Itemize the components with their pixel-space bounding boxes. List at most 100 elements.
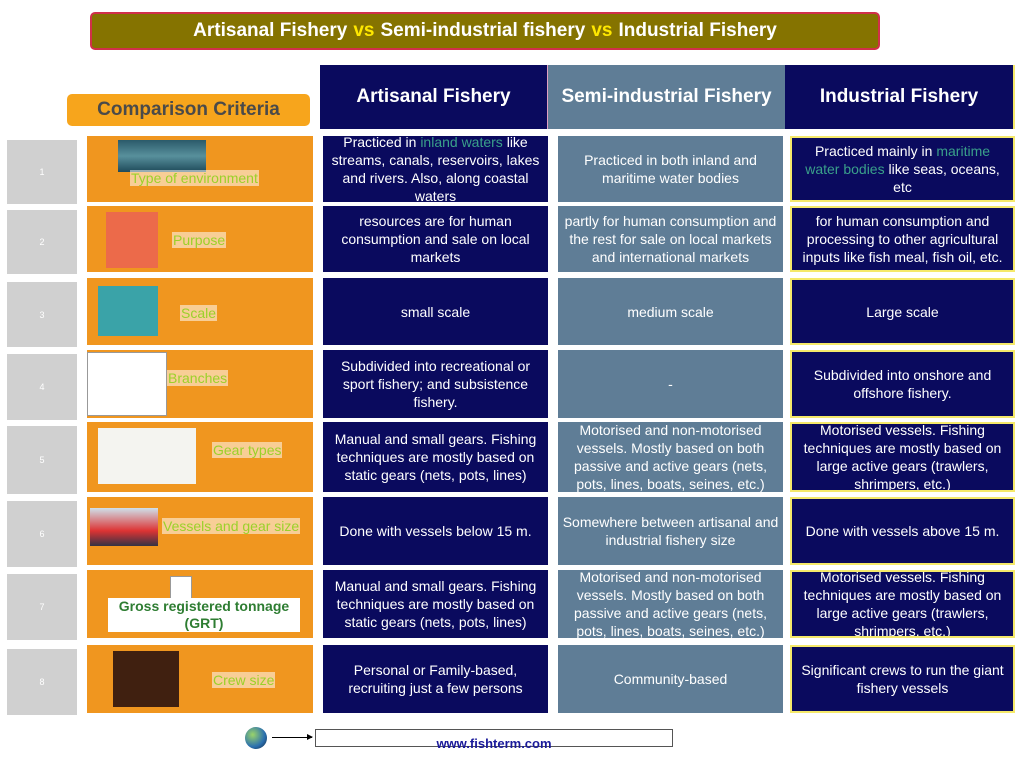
industrial-text: Significant crews to run the giant fishe… (796, 661, 1009, 697)
cell-text: medium scale (627, 303, 714, 320)
row-number: 7 (7, 574, 77, 640)
cell-text: Community-based (613, 671, 728, 687)
industrial-cell: Motorised vessels. Fishing techniques ar… (790, 422, 1015, 492)
industrial-cell: Done with vessels above 15 m. (790, 497, 1015, 565)
artisanal-text: Manual and small gears. Fishing techniqu… (327, 577, 544, 631)
artisanal-cell: Manual and small gears. Fishing techniqu… (323, 570, 548, 638)
artisanal-cell: Subdivided into recreational or sport fi… (323, 350, 548, 418)
industrial-cell: for human consumption and processing to … (790, 206, 1015, 272)
semi-cell: partly for human consumption and the res… (558, 206, 783, 272)
cell-text: Practiced in (343, 136, 421, 150)
semi-cell: Practiced in both inland and maritime wa… (558, 136, 783, 202)
fishing-gear-icon (98, 428, 196, 484)
industrial-header: Industrial Fishery (785, 65, 1015, 129)
row-number: 4 (7, 354, 77, 420)
criteria-header: Comparison Criteria (67, 94, 310, 126)
arrow-head-icon (307, 734, 313, 740)
water-icon (118, 140, 206, 172)
cell-text: Manual and small gears. Fishing techniqu… (334, 431, 537, 483)
vessel-icon (90, 508, 158, 546)
semi-cell: medium scale (558, 278, 783, 345)
criterion-label: Scale (180, 305, 218, 321)
industrial-cell: Large scale (790, 278, 1015, 345)
title-vs: vs (591, 20, 613, 41)
cell-text: Subdivided into recreational or sport fi… (340, 358, 531, 410)
cell-text: small scale (400, 303, 471, 320)
criterion-label: Vessels and gear size (162, 518, 301, 534)
cell-text: Practiced in both inland and maritime wa… (584, 152, 757, 186)
semi-industrial-header: Semi-industrial Fishery (547, 65, 785, 129)
crew-icon (113, 651, 179, 707)
artisanal-cell: Personal or Family-based, recruiting jus… (323, 645, 548, 713)
title-part: Semi-industrial fishery (380, 20, 586, 41)
semi-text: medium scale (627, 303, 713, 321)
industrial-cell: Significant crews to run the giant fishe… (790, 645, 1015, 713)
cell-text: for human consumption and processing to … (802, 213, 1003, 265)
semi-text: Community-based (614, 670, 728, 688)
criterion-label: Branches (167, 370, 229, 386)
page-title: Artisanal Fishery vs Semi-industrial fis… (90, 12, 880, 50)
artisanal-text: small scale (401, 303, 470, 321)
semi-text: Practiced in both inland and maritime wa… (562, 151, 779, 187)
artisanal-text: resources are for human consumption and … (327, 212, 544, 266)
artisanal-text: Manual and small gears. Fishing techniqu… (327, 430, 544, 484)
artisanal-text: Practiced in inland waters like streams,… (327, 136, 544, 202)
semi-text: Motorised and non-motorised vessels. Mos… (562, 422, 779, 492)
row-number: 3 (7, 282, 77, 347)
industrial-text: Motorised vessels. Fishing techniques ar… (796, 570, 1009, 638)
cell-text: Done with vessels below 15 m. (339, 523, 532, 539)
row-number: 2 (7, 210, 77, 274)
semi-cell: Motorised and non-motorised vessels. Mos… (558, 570, 783, 638)
cell-text: like seas, oceans, etc (884, 161, 1000, 195)
semi-cell: Somewhere between artisanal and industri… (558, 497, 783, 565)
title-vs: vs (353, 20, 375, 41)
artisanal-cell: Done with vessels below 15 m. (323, 497, 548, 565)
artisanal-text: Personal or Family-based, recruiting jus… (327, 661, 544, 697)
cell-text: Large scale (866, 303, 939, 320)
cell-text: Subdivided into onshore and offshore fis… (813, 367, 992, 401)
industrial-text: Practiced mainly in maritime water bodie… (796, 142, 1009, 196)
cell-text: partly for human consumption and the res… (564, 213, 777, 265)
row-number: 6 (7, 501, 77, 567)
purpose-icon (106, 212, 158, 268)
criterion-label: Gross registered tonnage (GRT) (108, 598, 300, 632)
criterion-label: Purpose (172, 232, 227, 248)
industrial-text: Large scale (866, 303, 938, 321)
target-icon (98, 286, 158, 336)
globe-icon (245, 727, 267, 749)
industrial-cell: Practiced mainly in maritime water bodie… (790, 136, 1015, 202)
row-number: 1 (7, 140, 77, 204)
cell-text: Practiced mainly in (814, 143, 937, 159)
industrial-text: Motorised vessels. Fishing techniques ar… (796, 422, 1009, 492)
cell-text: Motorised vessels. Fishing techniques ar… (803, 570, 1002, 638)
cell-text: Manual and small gears. Fishing techniqu… (334, 578, 537, 630)
criterion-label: Type of environment (130, 170, 259, 186)
footer-url[interactable]: www.fishterm.com (436, 736, 552, 751)
cell-text: - (668, 376, 673, 392)
artisanal-header: Artisanal Fishery (320, 65, 547, 129)
row-number: 8 (7, 649, 77, 715)
cell-text: Significant crews to run the giant fishe… (801, 662, 1004, 696)
semi-cell: Community-based (558, 645, 783, 713)
semi-text: Somewhere between artisanal and industri… (562, 513, 779, 549)
cell-text: Done with vessels above 15 m. (805, 523, 1000, 539)
tree-diagram-icon (87, 352, 167, 416)
artisanal-cell: Manual and small gears. Fishing techniqu… (323, 422, 548, 492)
cell-text: Motorised vessels. Fishing techniques ar… (803, 422, 1002, 492)
industrial-text: Subdivided into onshore and offshore fis… (796, 366, 1009, 402)
artisanal-cell: small scale (323, 278, 548, 345)
industrial-cell: Subdivided into onshore and offshore fis… (790, 350, 1015, 418)
artisanal-text: Subdivided into recreational or sport fi… (327, 357, 544, 411)
highlighted-term: inland waters (420, 136, 503, 150)
cell-text: Somewhere between artisanal and industri… (562, 514, 779, 548)
criterion-label: Crew size (212, 672, 276, 688)
artisanal-cell: Practiced in inland waters like streams,… (323, 136, 548, 202)
row-number: 5 (7, 426, 77, 494)
cell-text: Motorised and non-motorised vessels. Mos… (574, 570, 767, 638)
industrial-cell: Motorised vessels. Fishing techniques ar… (790, 570, 1015, 638)
cell-text: Motorised and non-motorised vessels. Mos… (574, 422, 767, 492)
semi-text: Motorised and non-motorised vessels. Mos… (562, 570, 779, 638)
semi-cell: Motorised and non-motorised vessels. Mos… (558, 422, 783, 492)
arrow-icon (272, 737, 312, 738)
artisanal-cell: resources are for human consumption and … (323, 206, 548, 272)
